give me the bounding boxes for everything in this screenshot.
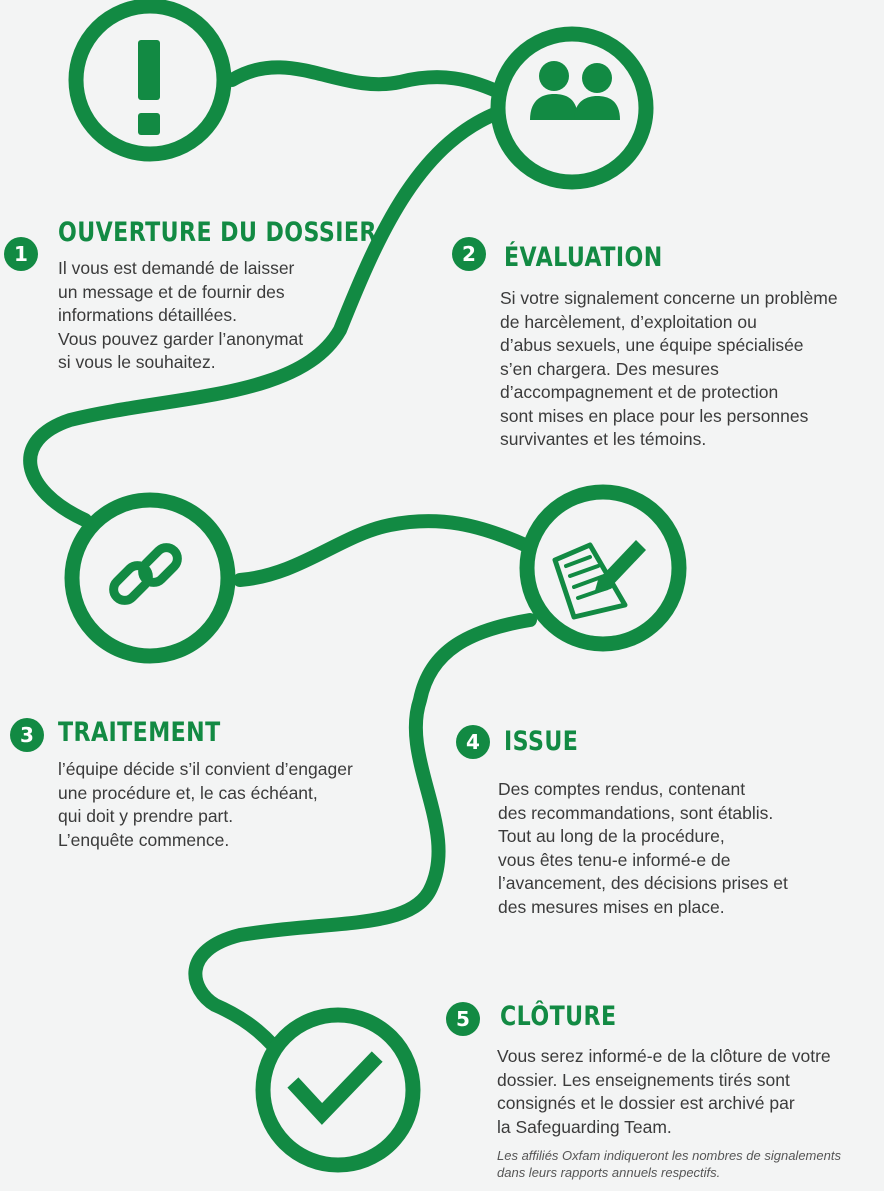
connector-2-3 <box>23 103 512 527</box>
step-title: CLÔTURE <box>500 1001 617 1032</box>
circle-step-2 <box>490 26 654 190</box>
step-number-badge: 5 <box>446 1002 480 1036</box>
chain-link-icon <box>109 543 182 605</box>
step-number-badge: 1 <box>4 237 38 271</box>
step-title: TRAITEMENT <box>58 717 221 748</box>
connector-4-5 <box>188 613 537 1067</box>
step-description: Si votre signalement concerne un problèm… <box>500 288 838 449</box>
step-title: OUVERTURE DU DOSSIER <box>58 217 377 248</box>
connector-3-4 <box>233 514 532 587</box>
connector-1-2 <box>225 60 512 102</box>
step-title: ÉVALUATION <box>504 242 663 273</box>
step-description: Des comptes rendus, contenant des recomm… <box>498 779 788 917</box>
step-number-badge: 2 <box>452 237 486 271</box>
circle-step-4 <box>519 484 687 652</box>
step-description: Il vous est demandé de laisser un messag… <box>58 258 304 372</box>
people-icon <box>530 61 620 120</box>
circle-step-5 <box>255 1007 421 1173</box>
exclamation-icon <box>138 40 160 135</box>
circle-step-1 <box>68 0 232 162</box>
step-description: Vous serez informé-e de la clôture de vo… <box>497 1046 831 1137</box>
document-pen-icon <box>552 540 646 620</box>
step-title: ISSUE <box>504 726 579 757</box>
step-description: l’équipe décide s’il convient d’engager … <box>58 759 353 850</box>
footnote: Les affiliés Oxfam indiqueront les nombr… <box>497 1148 841 1180</box>
step-number-badge: 4 <box>456 725 490 759</box>
circle-step-3 <box>64 492 236 664</box>
checkmark-icon <box>287 1051 383 1125</box>
step-number-badge: 3 <box>10 718 44 752</box>
